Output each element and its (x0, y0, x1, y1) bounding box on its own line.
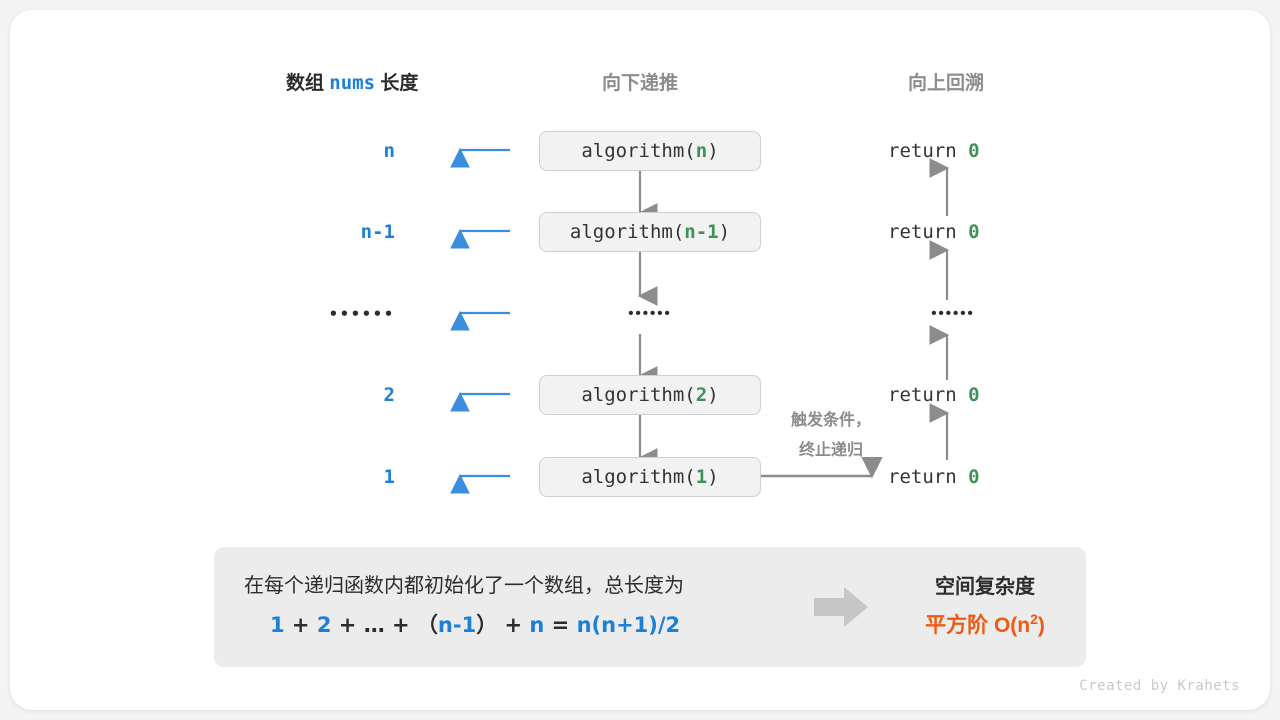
call-suffix: ) (707, 384, 719, 406)
return-value: 0 (968, 221, 980, 243)
call-box: algorithm(n) (539, 131, 761, 171)
recursion-row-ellipsis: •••••• •••••• •••••• (10, 294, 1270, 334)
formula-plus-2: + (331, 613, 364, 637)
array-length-value: 1 (383, 466, 395, 488)
summary-formula: 1 + 2 + … + （n-1） + n = n(n+1)/2 (270, 609, 680, 639)
complexity-close: ) (1037, 614, 1045, 637)
call-ellipsis: •••••• (628, 305, 672, 322)
recursion-row: n algorithm(n) return 0 (10, 131, 1270, 171)
summary-result-value: 平方阶 O(n2) (884, 609, 1086, 639)
recursion-row: 1 algorithm(1) return 0 (10, 457, 1270, 497)
return-value: 0 (968, 466, 980, 488)
call-argument: 1 (695, 466, 708, 488)
call-prefix: algorithm( (581, 140, 696, 162)
call-box: algorithm(n-1) (539, 212, 761, 252)
array-length-value: n (383, 140, 395, 162)
call-box: algorithm(1) (539, 457, 761, 497)
complexity-bigo: O(n (993, 614, 1031, 637)
summary-description: 在每个递归函数内都初始化了一个数组，总长度为 (244, 575, 684, 597)
complexity-prefix: 平方阶 (925, 614, 994, 637)
return-value: 0 (968, 140, 980, 162)
summary-result-title: 空间复杂度 (935, 576, 1035, 598)
return-statement: return 0 (888, 212, 1078, 252)
return-statement: return 0 (888, 131, 1078, 171)
array-length-value: 2 (383, 384, 395, 406)
call-argument: n-1 (684, 221, 719, 243)
summary-result: 空间复杂度 平方阶 O(n2) (884, 547, 1086, 667)
header-array-nums: nums (329, 72, 376, 94)
header-array-length: 数组 nums 长度 (286, 68, 418, 95)
termination-note: 触发条件， 终止递归 (771, 406, 891, 466)
formula-term-2: 2 (316, 613, 332, 637)
formula-plus-4: + (497, 613, 530, 637)
formula-term-1: 1 (270, 613, 285, 637)
termination-note-line2: 终止递归 (798, 442, 863, 459)
formula-plus-3: + (384, 613, 417, 637)
call-prefix: algorithm( (569, 221, 685, 243)
call-argument: 2 (695, 384, 708, 406)
header-recurse-down: 向下递推 (602, 73, 679, 94)
header-array-prefix: 数组 (286, 73, 330, 94)
right-arrow-icon (814, 587, 868, 627)
return-keyword: return (888, 466, 969, 488)
call-suffix: ) (707, 466, 719, 488)
formula-result: n(n+1)/2 (576, 613, 681, 637)
return-ellipsis: •••••• (931, 305, 975, 322)
formula-paren-open: （ (416, 613, 438, 637)
array-length-value: n-1 (360, 221, 395, 243)
formula-paren-close: ） (476, 613, 498, 637)
call-prefix: algorithm( (581, 384, 696, 406)
header-array-suffix: 长度 (375, 73, 419, 94)
return-keyword: return (888, 384, 969, 406)
return-statement: return 0 (888, 375, 1078, 415)
call-suffix: ) (718, 221, 731, 243)
return-statement: return 0 (888, 457, 1078, 497)
call-box: algorithm(2) (539, 375, 761, 415)
return-keyword: return (888, 221, 969, 243)
recursion-row: 2 algorithm(2) return 0 (10, 375, 1270, 415)
call-prefix: algorithm( (581, 466, 696, 488)
formula-plus-1: + (284, 613, 317, 637)
array-length-ellipsis: •••••• (328, 305, 395, 323)
formula-ellipsis: … (363, 613, 385, 637)
termination-note-line1: 触发条件， (790, 412, 871, 429)
diagram-card: 数组 nums 长度 向下递推 向上回溯 (10, 10, 1270, 710)
formula-term-3: n-1 (437, 613, 477, 637)
return-keyword: return (888, 140, 969, 162)
call-suffix: ) (707, 140, 719, 162)
header-backtrack-up: 向上回溯 (908, 73, 985, 94)
call-argument: n (695, 140, 708, 162)
summary-panel: 在每个递归函数内都初始化了一个数组，总长度为 1 + 2 + … + （n-1）… (214, 547, 1086, 667)
formula-term-4: n (529, 613, 545, 637)
formula-equals: = (544, 613, 577, 637)
credit-label: Created by Krahets (1079, 678, 1240, 694)
complexity-exponent: 2 (1030, 611, 1038, 627)
recursion-row: n-1 algorithm(n-1) return 0 (10, 212, 1270, 252)
return-value: 0 (968, 384, 980, 406)
